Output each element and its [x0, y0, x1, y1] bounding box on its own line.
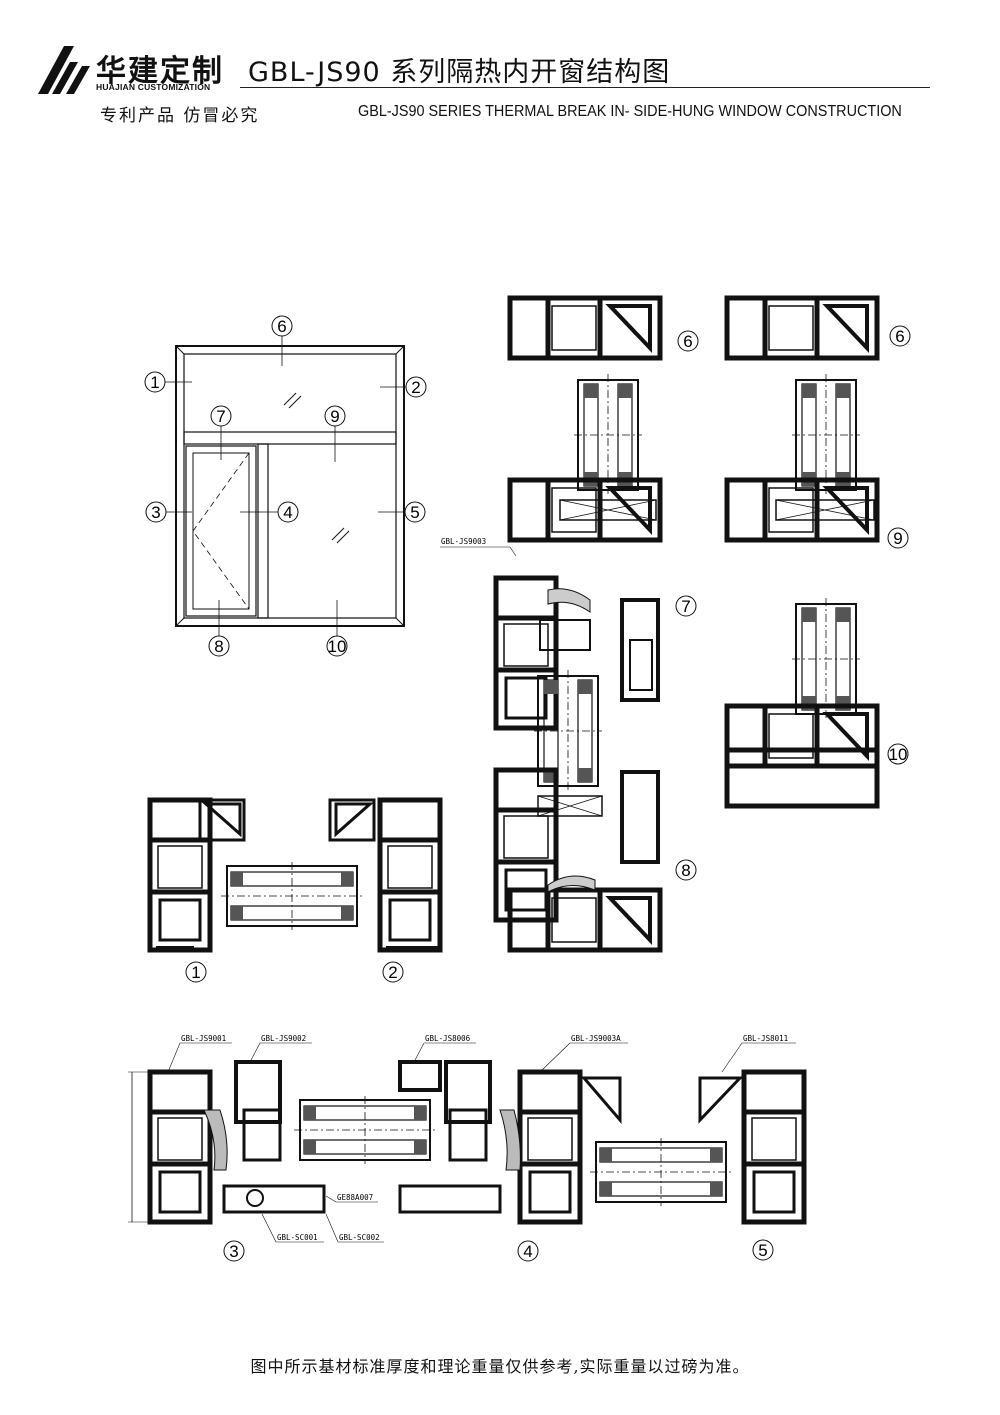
elev-callout-1: 1: [150, 373, 159, 392]
code-js9003: GBL-JS9003: [441, 537, 486, 546]
sect-callout-2: 2: [388, 963, 397, 982]
sect-callout-7: 7: [681, 597, 690, 616]
code-js8011: GBL-JS8011: [743, 1034, 788, 1043]
subtitle-en: GBL-JS90 SERIES THERMAL BREAK IN- SIDE-H…: [358, 103, 902, 120]
sect-callout-8: 8: [681, 861, 690, 880]
code-js9001: GBL-JS9001: [181, 1034, 226, 1043]
elev-callout-5: 5: [410, 503, 419, 522]
sect-callout-4: 4: [523, 1242, 532, 1261]
sect-callout-6a: 6: [683, 332, 692, 351]
vertical-section-6-9-10: [724, 298, 880, 809]
code-sc001: GBL-SC001: [277, 1233, 318, 1242]
elev-callout-3: 3: [151, 503, 160, 522]
sect-callout-5: 5: [758, 1241, 767, 1260]
code-js9003a: GBL-JS9003A: [571, 1034, 621, 1043]
sect-callout-9: 9: [893, 529, 902, 548]
elev-callout-2: 2: [411, 378, 420, 397]
subtitle-cn: 专利产品 仿冒必究: [100, 106, 260, 126]
horizontal-section-1-2: [150, 800, 440, 952]
horizontal-section-3-4-5: [128, 1060, 804, 1222]
elev-callout-7: 7: [216, 407, 225, 426]
elev-callout-9: 9: [330, 407, 339, 426]
elev-callout-4: 4: [283, 503, 292, 522]
sect-callout-6b: 6: [895, 327, 904, 346]
sect-callout-10: 10: [889, 745, 908, 764]
elevation-callouts: 6 1 2 7 9 3 4 5 8 10: [144, 315, 427, 657]
window-elevation: [175, 345, 405, 627]
elev-callout-8: 8: [214, 637, 223, 656]
brand-name-cn: 华建定制: [96, 54, 224, 89]
vertical-section-6-7-8: GBL-JS9003: [440, 298, 660, 950]
elev-callout-6: 6: [277, 317, 286, 336]
code-sc002: GBL-SC002: [339, 1233, 380, 1242]
brand-name-en: HUAJIAN CUSTOMIZATION: [96, 82, 211, 92]
sect-callout-3: 3: [229, 1242, 238, 1261]
code-js9002: GBL-JS9002: [261, 1034, 306, 1043]
brand-logo-mark: [38, 46, 90, 94]
footer-note: 图中所示基材标准厚度和理论重量仅供参考,实际重量以过磅为准。: [250, 1357, 750, 1376]
code-js8006: GBL-JS8006: [425, 1034, 471, 1043]
profile-code-labels: GBL-JS9001 GBL-JS9002 GBL-JS8006 GBL-JS9…: [167, 1034, 796, 1243]
sect-callout-1: 1: [191, 963, 200, 982]
code-ge88a007: GE88A007: [337, 1193, 373, 1202]
header-divider: [240, 87, 930, 88]
page-title: GBL-JS90 系列隔热内开窗结构图: [248, 57, 671, 88]
elev-callout-10: 10: [328, 637, 347, 656]
